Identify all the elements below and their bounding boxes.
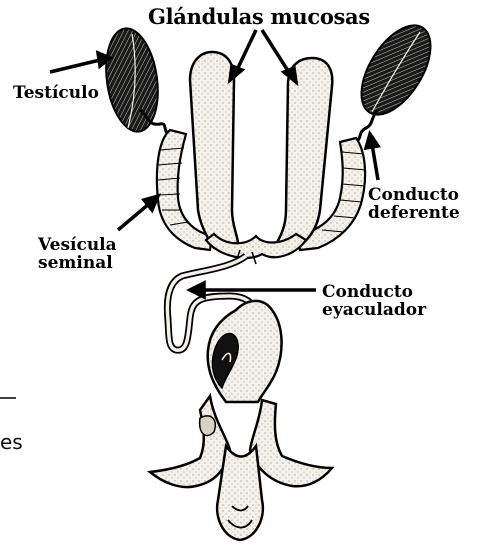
label-seminal-vesicle: Vesícula seminal — [38, 236, 117, 272]
label-deferent-duct-line1: Conducto — [368, 186, 460, 204]
label-deferent-duct: Conducto deferente — [368, 186, 460, 222]
label-seminal-vesicle-line2: seminal — [38, 254, 117, 272]
label-ejaculatory-duct: Conducto eyaculador — [322, 283, 426, 319]
penis-body — [150, 396, 230, 487]
penis-body-right — [250, 400, 332, 486]
label-ejaculatory-duct-line2: eyaculador — [322, 301, 426, 319]
label-testicle: Testículo — [13, 85, 99, 102]
penis-tip — [217, 446, 263, 540]
label-seminal-vesicle-line1: Vesícula — [38, 236, 117, 254]
label-deferent-duct-line2: deferente — [368, 204, 460, 222]
cropped-text-fragment: es — [0, 432, 23, 452]
label-ejaculatory-duct-line1: Conducto — [322, 283, 426, 301]
right-testicle — [347, 14, 444, 126]
left-testicle — [100, 25, 164, 135]
right-mucous-gland — [276, 58, 332, 246]
right-deferent-duct — [356, 110, 378, 142]
label-mucous-glands: Glándulas mucosas — [148, 6, 370, 27]
